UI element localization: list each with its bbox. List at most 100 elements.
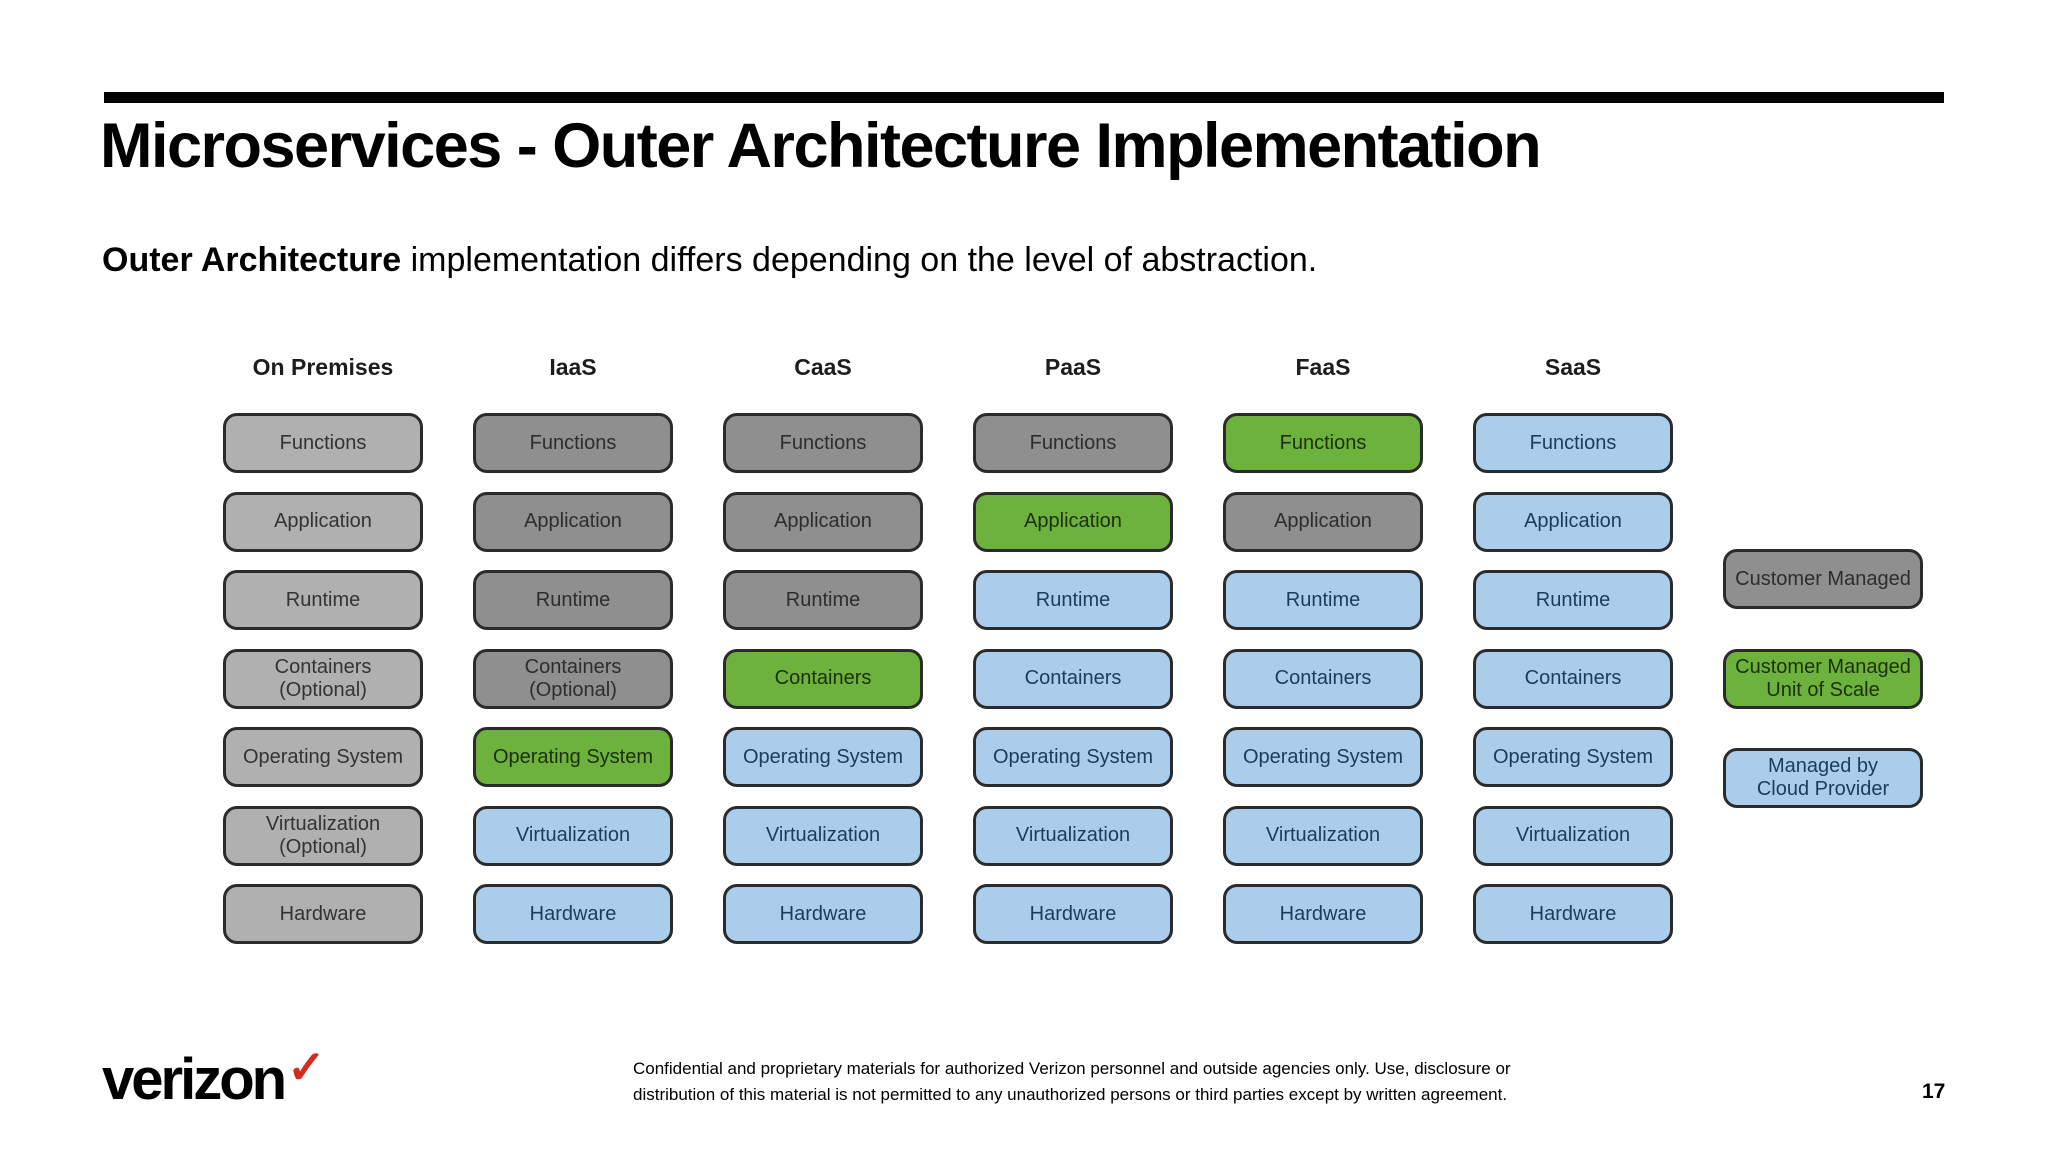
- box-label: Application: [1524, 510, 1622, 532]
- box-faas-application: Application: [1223, 491, 1423, 552]
- column-header-iaas: IaaS: [549, 354, 597, 380]
- box-label: Runtime: [535, 588, 611, 611]
- legend-label: Customer Managed: [1735, 656, 1911, 678]
- box-iaas-containers: Containers(Optional): [473, 648, 673, 709]
- box-saas-application: Application: [1473, 491, 1673, 552]
- box-label: Operating System: [242, 745, 404, 768]
- box-on-premises-virtualization: Virtualization(Optional): [223, 805, 423, 866]
- box-label: Operating System: [492, 745, 654, 768]
- box-label: Application: [1274, 510, 1372, 532]
- box-label: Runtime: [285, 588, 361, 611]
- box-saas-hardware: Hardware: [1473, 884, 1673, 944]
- box-label: Virtualization: [515, 824, 631, 846]
- verizon-check-icon: ✓: [287, 1041, 326, 1093]
- box-label: Hardware: [1529, 902, 1617, 925]
- box-caas-functions: Functions: [723, 413, 923, 473]
- box-label: Virtualization: [1515, 824, 1631, 846]
- box-label: Containers: [1274, 667, 1372, 689]
- box-label: Functions: [779, 431, 867, 454]
- box-saas-runtime: Runtime: [1473, 570, 1673, 630]
- box-iaas-hardware: Hardware: [473, 884, 673, 944]
- box-label: Functions: [279, 431, 367, 454]
- box-paas-operating-system: Operating System: [973, 727, 1173, 787]
- box-paas-functions: Functions: [973, 413, 1173, 473]
- box-label: Functions: [1029, 431, 1117, 454]
- box-on-premises-containers: Containers(Optional): [223, 648, 423, 709]
- box-label: Functions: [529, 431, 617, 454]
- box-iaas-virtualization: Virtualization: [473, 805, 673, 866]
- box-saas-virtualization: Virtualization: [1473, 805, 1673, 866]
- column-header-on-premises: On Premises: [252, 354, 394, 380]
- box-paas-virtualization: Virtualization: [973, 805, 1173, 866]
- box-on-premises-functions: Functions: [223, 413, 423, 473]
- box-paas-hardware: Hardware: [973, 884, 1173, 944]
- legend-label: Cloud Provider: [1756, 778, 1890, 800]
- box-faas-virtualization: Virtualization: [1223, 805, 1423, 866]
- box-paas-application: Application: [973, 491, 1173, 552]
- column-header-saas: SaaS: [1544, 354, 1602, 380]
- box-paas-containers: Containers: [973, 648, 1173, 709]
- box-iaas-application: Application: [473, 491, 673, 552]
- box-caas-operating-system: Operating System: [723, 727, 923, 787]
- column-header-paas: PaaS: [1044, 354, 1102, 380]
- box-caas-virtualization: Virtualization: [723, 805, 923, 866]
- box-label: Hardware: [1279, 902, 1367, 925]
- box-label: Containers: [1024, 667, 1122, 689]
- box-faas-functions: Functions: [1223, 413, 1423, 473]
- box-label: Runtime: [1285, 588, 1361, 611]
- box-label: Hardware: [779, 902, 867, 925]
- subtitle: Outer Architecture implementation differ…: [102, 240, 1317, 281]
- box-label: Functions: [1279, 431, 1367, 454]
- box-label: Hardware: [1029, 902, 1117, 925]
- box-faas-containers: Containers: [1223, 648, 1423, 709]
- box-label: Operating System: [992, 745, 1154, 768]
- box-saas-operating-system: Operating System: [1473, 727, 1673, 787]
- box-faas-operating-system: Operating System: [1223, 727, 1423, 787]
- box-label: Virtualization: [1265, 824, 1381, 846]
- box-caas-runtime: Runtime: [723, 570, 923, 630]
- box-paas-runtime: Runtime: [973, 570, 1173, 630]
- column-header-faas: FaaS: [1295, 354, 1351, 380]
- box-on-premises-application: Application: [223, 491, 423, 552]
- box-label: Virtualization: [1015, 824, 1131, 846]
- subtitle-rest: implementation differs depending on the …: [401, 241, 1318, 279]
- box-label: Hardware: [529, 902, 617, 925]
- box-label: Application: [774, 510, 872, 532]
- box-faas-hardware: Hardware: [1223, 884, 1423, 944]
- box-label: Hardware: [279, 902, 367, 925]
- legend-label: Customer Managed: [1735, 567, 1911, 590]
- box-label: Containers: [1524, 667, 1622, 689]
- box-label: (Optional): [279, 835, 367, 858]
- box-label: (Optional): [529, 678, 617, 701]
- box-caas-containers: Containers: [723, 648, 923, 709]
- box-label: Operating System: [1242, 745, 1404, 768]
- box-label: Containers: [524, 655, 622, 678]
- legend-label: Unit of Scale: [1766, 679, 1880, 701]
- verizon-logo-word: verizon: [102, 1047, 287, 1112]
- box-caas-application: Application: [723, 491, 923, 552]
- box-label: Functions: [1529, 431, 1617, 454]
- box-label: Operating System: [1492, 745, 1654, 768]
- box-label: Runtime: [785, 588, 861, 611]
- subtitle-bold: Outer Architecture: [102, 241, 402, 279]
- page-title: Microservices - Outer Architecture Imple…: [100, 111, 1542, 181]
- legend-label: Managed by: [1767, 755, 1879, 777]
- column-header-caas: CaaS: [794, 354, 852, 380]
- box-on-premises-operating-system: Operating System: [223, 727, 423, 787]
- box-caas-hardware: Hardware: [723, 884, 923, 944]
- box-label: Application: [1024, 510, 1122, 532]
- confidentiality-line-1: Confidential and proprietary materials f…: [633, 1059, 1511, 1078]
- box-label: Containers: [774, 667, 872, 689]
- box-label: Runtime: [1535, 588, 1611, 611]
- legend-customer-managed: Customer Managed: [1723, 549, 1923, 609]
- box-label: Containers: [274, 655, 372, 678]
- page-number: 17: [1922, 1080, 1946, 1103]
- box-label: Virtualization: [765, 824, 881, 846]
- box-iaas-operating-system: Operating System: [473, 727, 673, 787]
